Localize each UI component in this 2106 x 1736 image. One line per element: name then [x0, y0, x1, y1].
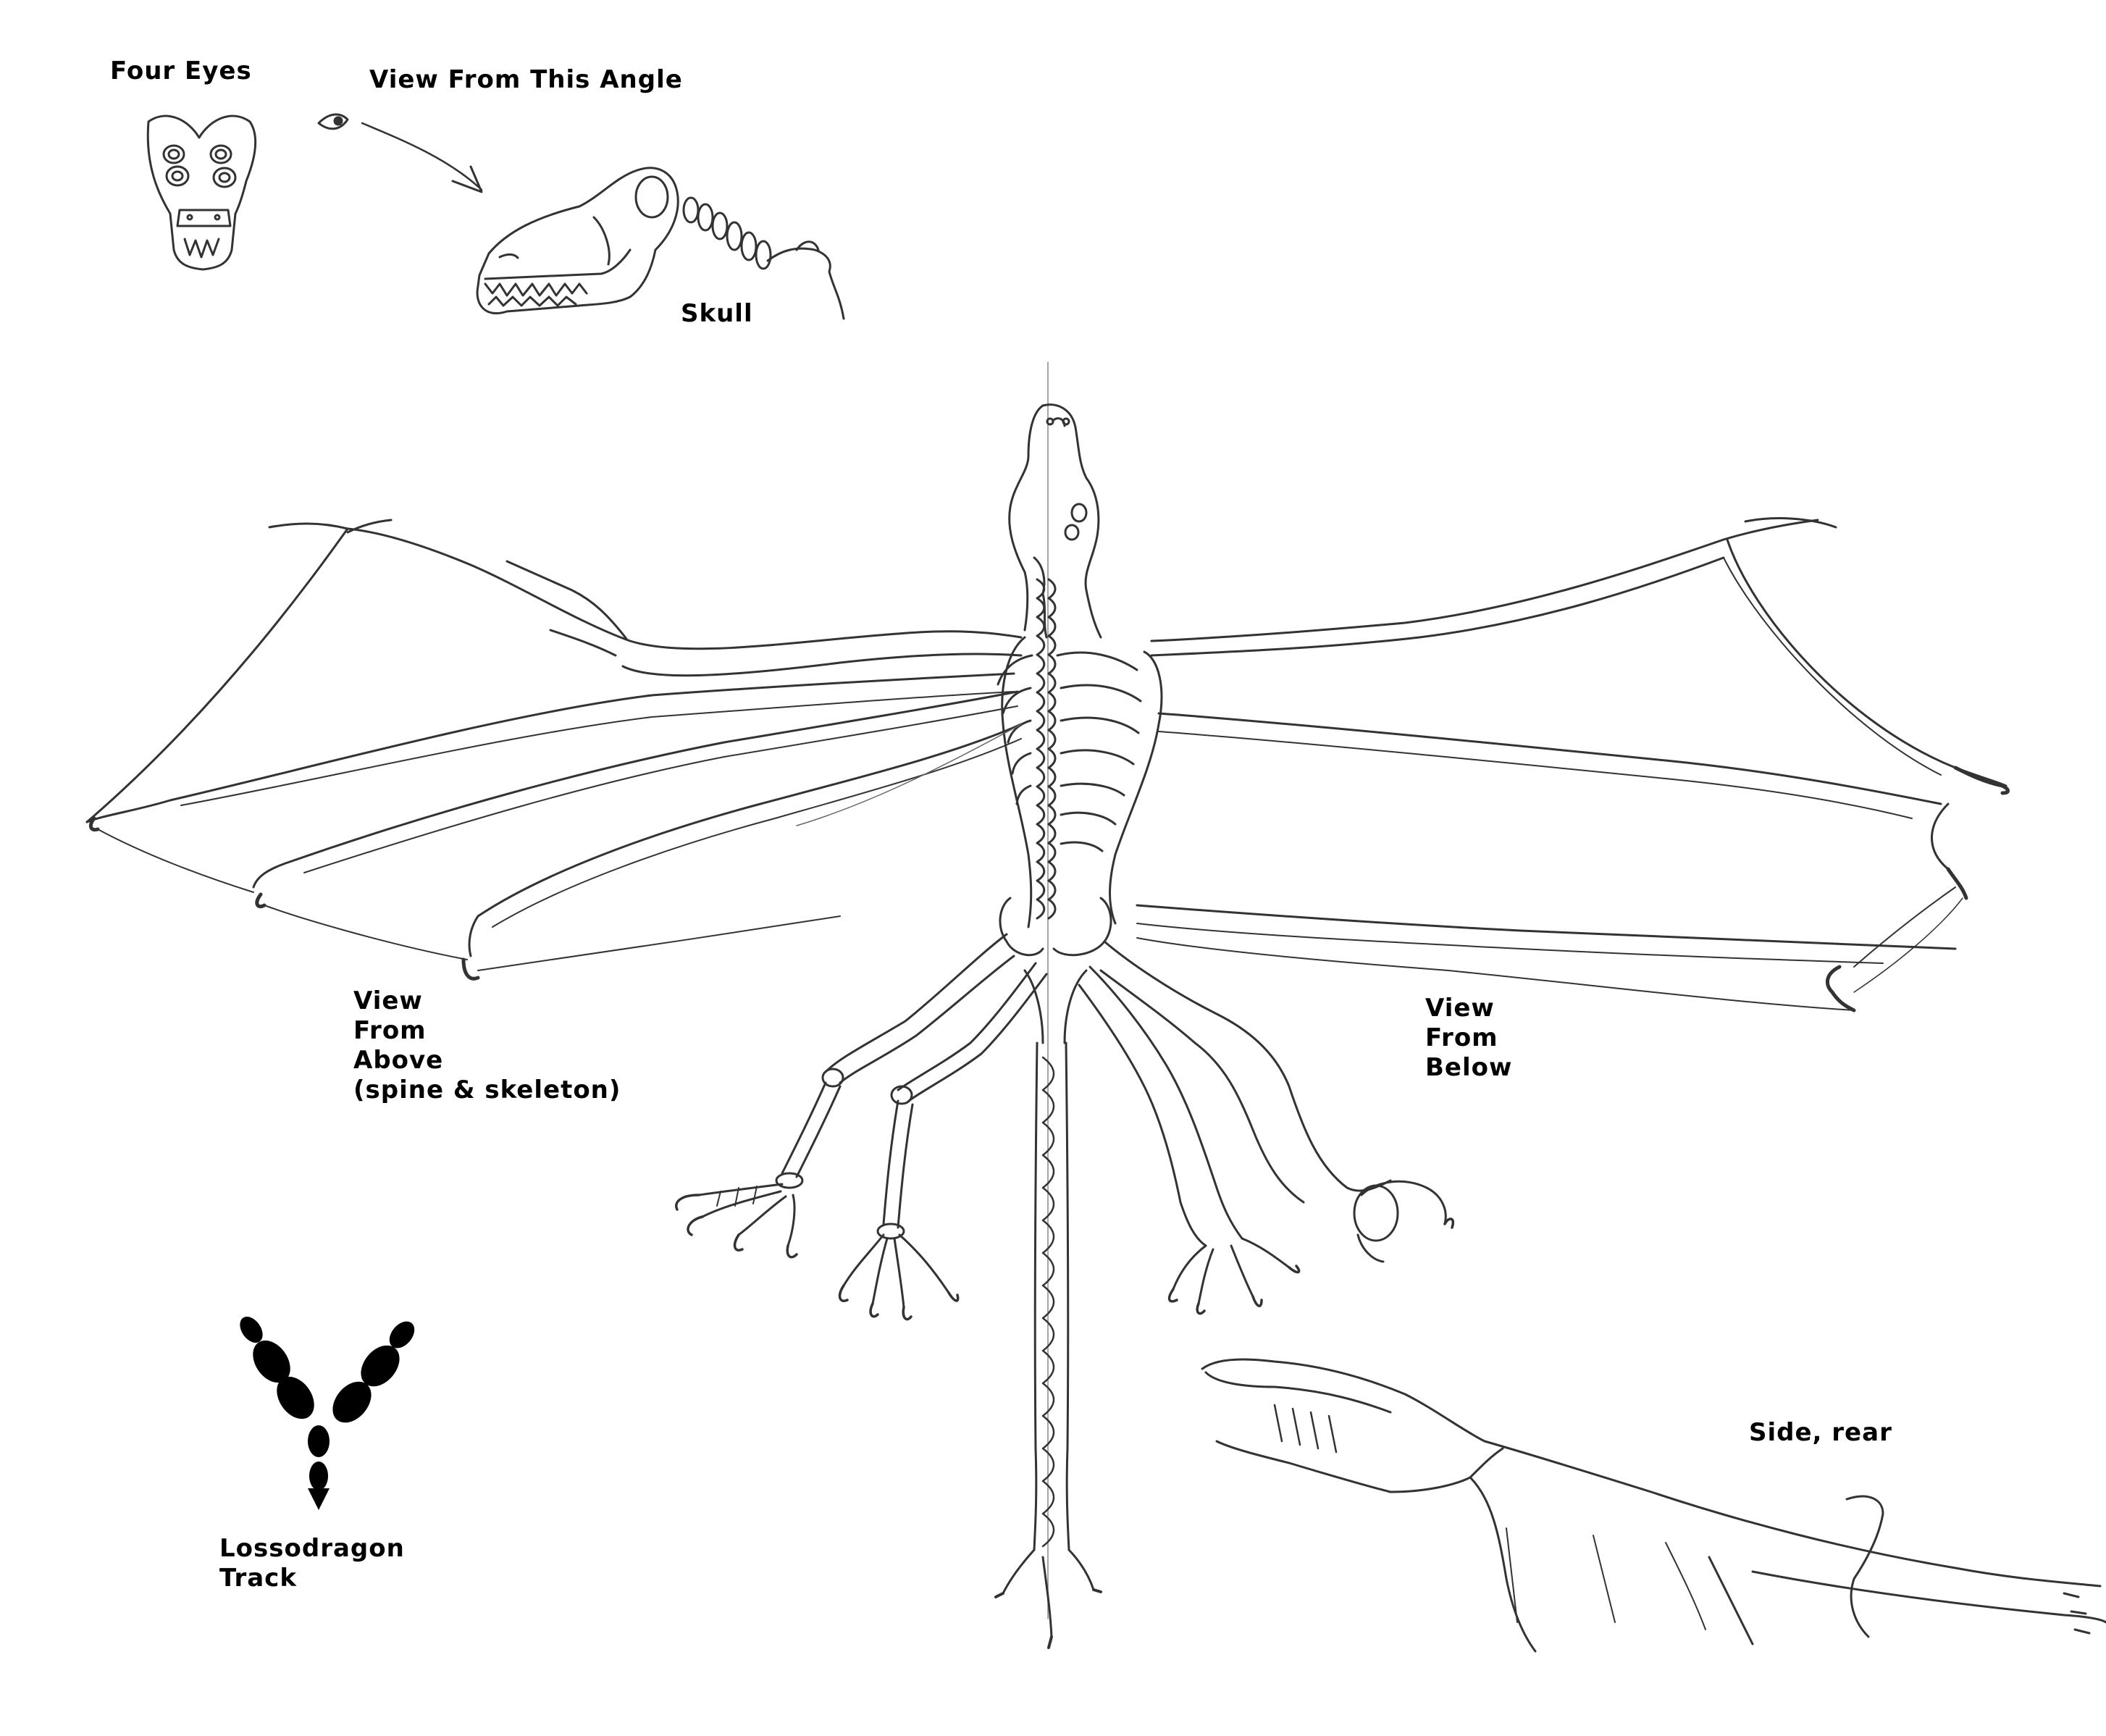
spine-vertebrae — [1036, 578, 1057, 920]
view-from-above-line: (spine & skeleton) — [353, 1075, 621, 1104]
skull-sketch — [476, 167, 845, 320]
track-label-line: Lossodragon — [219, 1534, 405, 1563]
left-hind-leg-bones — [838, 962, 1048, 1321]
left-front-leg-bones — [675, 933, 1015, 1259]
view-from-below-line: From — [1425, 1023, 1498, 1052]
view-from-above-line: View — [353, 986, 423, 1015]
dragon-head-top — [1008, 403, 1102, 639]
view-from-below-line: Below — [1425, 1053, 1513, 1082]
side-rear-label: Side, rear — [1749, 1418, 1892, 1447]
left-wing — [85, 519, 1023, 981]
view-from-below-label: View From Below — [1425, 994, 1512, 1083]
view-from-above-label: View From Above (spine & skeleton) — [353, 986, 621, 1105]
lossodragon-track-label: Lossodragon Track — [219, 1534, 405, 1593]
skull-label: Skull — [681, 299, 753, 328]
tail — [994, 1041, 1102, 1649]
track-label-line: Track — [219, 1564, 297, 1593]
lossodragon-track-icon — [240, 1316, 415, 1510]
right-hind-leg — [1078, 965, 1301, 1315]
ribcage — [997, 636, 1163, 928]
view-from-below-line: View — [1425, 994, 1495, 1023]
view-angle-label: View From This Angle — [369, 65, 683, 94]
viewing-eye-arrow — [317, 113, 483, 193]
four-eyes-label: Four Eyes — [110, 56, 252, 85]
right-front-leg — [1099, 940, 1454, 1263]
four-eyes-head-sketch — [146, 114, 257, 271]
right-wing — [1136, 517, 2010, 1012]
view-from-above-line: From — [353, 1016, 427, 1045]
side-rear-sketch — [1201, 1358, 2106, 1653]
view-from-above-line: Above — [353, 1046, 444, 1075]
